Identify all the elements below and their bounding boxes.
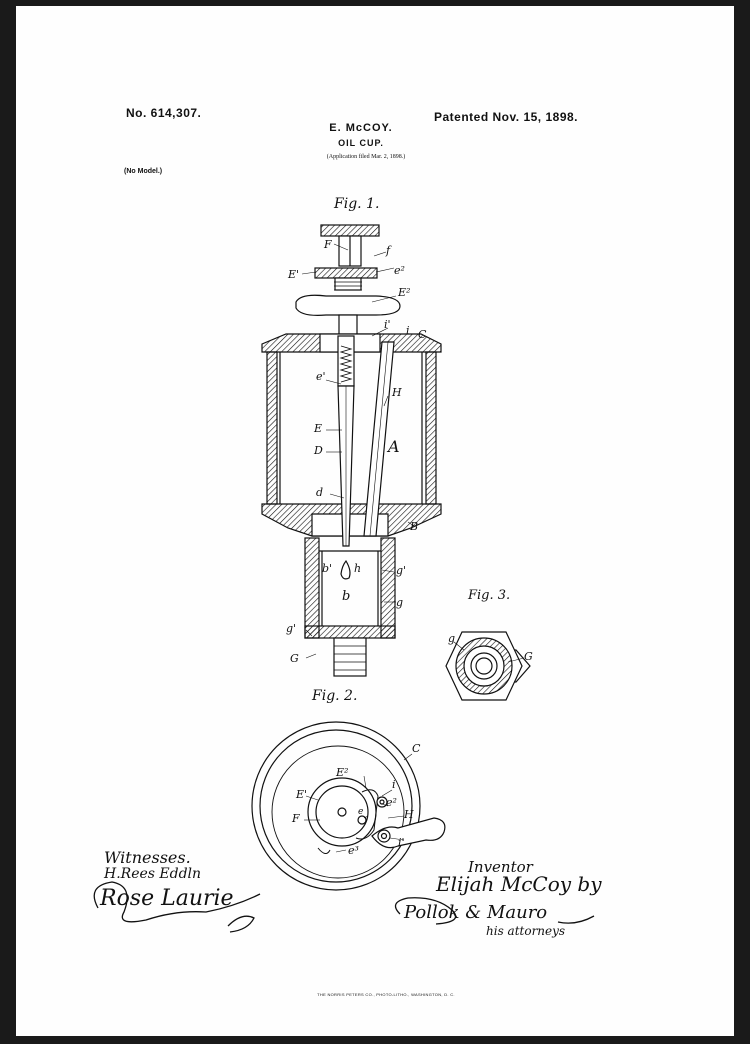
fig1-label-E: E [313,422,322,435]
model-note: (No Model.) [124,168,163,175]
witness-1-signature: H.Rees Eddln [104,866,202,882]
fig1-label-A: A [386,437,400,456]
fig2-label-C: C [412,742,421,755]
invention-title: OIL CUP. [338,138,384,148]
figure-1-labels: F f E' e² E² i' i C e' H E D A d B b' h … [286,238,427,665]
fig1-label-e2: e² [394,264,405,277]
witness-2-signature: Rose Laurie [100,886,234,911]
fig2-label-e: e [358,807,363,817]
attorneys-label: his attorneys [486,924,566,938]
fig1-label-g: g [396,596,403,609]
fig1-label-D: D [313,444,323,457]
fig1-label-d: d [316,486,323,499]
figure-2-label: Fig. 2. [312,688,358,704]
attorneys-signature: Pollok & Mauro [404,902,548,923]
inventor-signature: Elijah McCoy by [436,872,602,896]
patent-number: No. 614,307. [126,106,202,120]
fig1-label-i: i [406,324,410,337]
fig2-label-i1: i' [398,836,405,849]
fig3-label-g: g [448,632,455,645]
fig1-label-b: b [342,589,350,604]
fig2-label-E1: E' [295,788,307,801]
inventor-label: Inventor [468,858,533,876]
fig1-label-i1: i' [384,318,391,331]
fig1-label-g1-right: g' [396,564,406,577]
fig2-label-e2: e² [386,796,397,809]
printer-credit: THE NORRIS PETERS CO., PHOTO-LITHO., WAS… [317,992,455,997]
fig1-label-F: F [323,238,332,251]
fig1-label-h: h [354,562,361,575]
patent-drawings: F f E' e² E² i' i C e' H E D A d B b' h … [93,224,595,933]
patent-sheet: No. 614,307. Patented Nov. 15, 1898. E. … [16,6,734,1036]
fig3-label-G: G [524,650,533,663]
figure-1-label: Fig. 1. [334,196,380,212]
patent-date: Patented Nov. 15, 1898. [434,110,579,124]
figure-1-drawing [261,224,442,677]
fig2-label-F: F [291,812,300,825]
fig2-label-H: H [403,808,414,821]
figure-3-label: Fig. 3. [468,588,511,603]
fig1-label-E2: E² [397,286,410,299]
figure-2-labels: C E² i E' e² F e H i' e³ [291,742,421,857]
fig1-label-H: H [391,386,402,399]
fig1-label-b1: b' [322,562,332,575]
fig1-label-C: C [418,328,427,341]
figure-3-drawing [445,631,531,701]
signature-flourishes [93,881,595,933]
fig1-label-f: f [385,244,392,257]
fig1-label-B: B [409,520,418,533]
fig1-label-G: G [290,652,299,665]
fig2-label-e3: e³ [348,844,359,857]
fig2-label-E2: E² [335,766,348,779]
figure-3-labels: g G [448,632,533,663]
witnesses-label: Witnesses. [104,848,191,867]
fig1-label-E1: E' [287,268,299,281]
fig2-label-i: i [392,778,396,791]
fig1-label-g1-left: g' [286,622,296,635]
fig1-label-e1: e' [316,370,326,383]
application-date: (Application filed Mar. 2, 1898.) [326,154,406,160]
figure-2-drawing [251,721,446,891]
inventor-heading: E. McCOY. [329,122,393,134]
